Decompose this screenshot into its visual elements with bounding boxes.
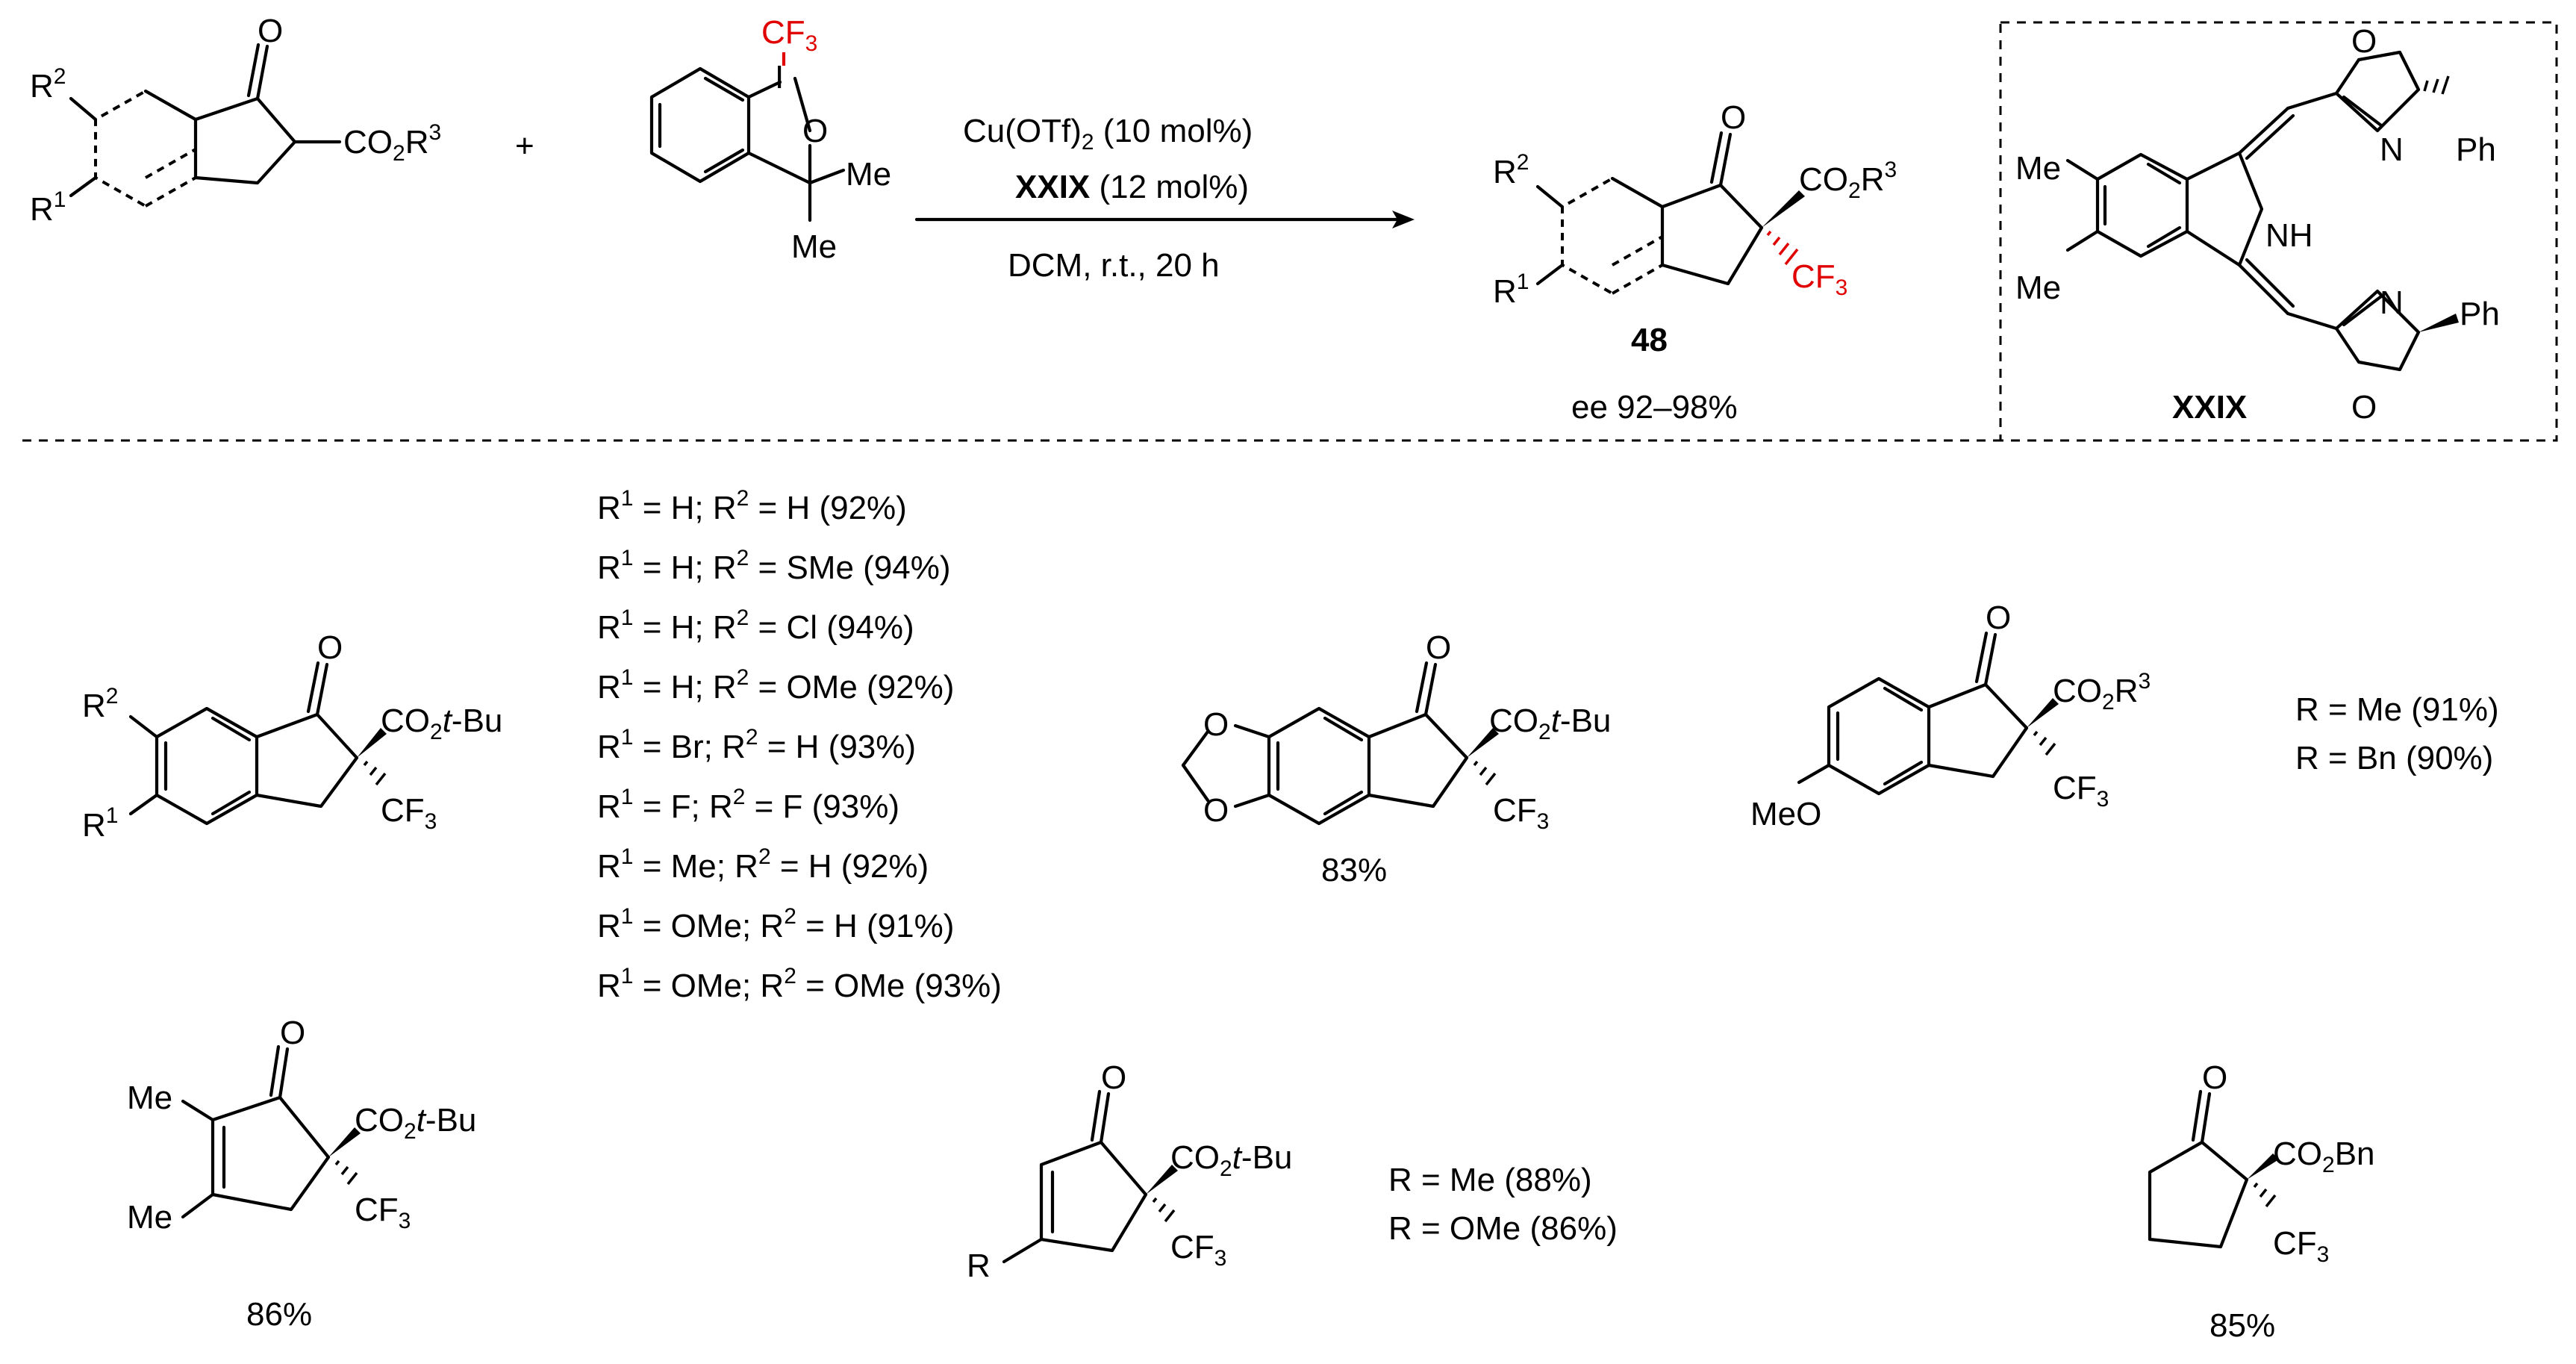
ligand-name: XXIX [2172,389,2247,426]
condition-ligand: XXIX (12 mol%) [1015,169,1249,205]
reaction-arrow: Cu(OTf)2 (10 mol%) XXIX (12 mol%) DCM, r… [914,113,1415,284]
list-item: R1 = OMe; R2 = H (91%) [597,904,954,944]
ligand-o-bot: O [2351,389,2377,426]
cp-cf3: CF3 [2273,1225,2329,1267]
list-item: R1 = H; R2 = Cl (94%) [597,605,914,646]
substrate-methoxy: O MeO CO2R3 CF3 R = Me (91%) R = Bn (90%… [1750,600,2499,832]
rcp-o: O [1101,1059,1126,1096]
product-number: 48 [1631,322,1668,358]
dmcp-cf3: CF3 [355,1192,411,1233]
substrate-cyclopentanone: O CO2Bn CF3 85% [2148,1059,2375,1344]
list-item: R1 = OMe; R2 = OMe (93%) [597,964,1002,1004]
ligand-box: Me Me O N Ph NH N Ph O XXIX [1999,21,2558,442]
plus-sign: + [515,128,534,164]
ligand-o-top: O [2351,23,2377,60]
carbonyl-o: O [258,13,283,49]
togni-oxygen: O [802,113,828,149]
dmcp-me1: Me [127,1080,172,1116]
rcp-ester: CO2t-Bu [1170,1139,1292,1181]
ester-label: CO2R3 [343,120,441,166]
reactant-togni: CF3 I O Me Me [649,14,891,265]
dmcp-ester: CO2t-Bu [355,1102,476,1144]
condition-solvent: DCM, r.t., 20 h [1008,247,1220,284]
ligand-n-bot: N [2380,284,2404,321]
condition-catalyst: Cu(OTf)2 (10 mol%) [963,113,1253,155]
dioxole-o3: O [1426,629,1451,666]
r1-label: R1 [30,187,66,228]
togni-iodine: I [775,59,784,96]
list-item: R1 = H; R2 = SMe (94%) [597,546,951,586]
dmcp-me2: Me [127,1199,172,1236]
substrate-dimethyl-cp: O Me Me CO2t-Bu CF3 86% [127,1015,476,1333]
product-ester: CO2R3 [1799,158,1897,203]
list-item: R1 = F; R2 = F (93%) [597,785,899,825]
cp-ester: CO2Bn [2273,1136,2375,1177]
ligand-me2: Me [2015,270,2061,306]
togni-me1: Me [846,156,891,193]
tbu-o: O [317,629,343,666]
list-item: R1 = H; R2 = OMe (92%) [597,665,954,706]
ligand-ph-bot: Ph [2460,296,2500,332]
r2-label: R2 [30,64,66,105]
list-item: R1 = Me; R2 = H (92%) [597,844,929,885]
list-item: R1 = H; R2 = H (92%) [597,486,907,526]
ligand-n-top: N [2380,131,2404,168]
product-r2: R2 [1493,150,1529,190]
rcp-r-me: R = Me (88%) [1388,1162,1592,1198]
substrate-indanone-tbu: O R2 R1 CO2t-Bu CF3 [82,629,502,844]
product-cf3: CF3 [1791,258,1847,300]
methoxy-meo: MeO [1750,796,1821,832]
substrate-dioxole: O O O CO2t-Bu CF3 83% [1181,629,1611,888]
product-o: O [1721,99,1746,136]
list-item: R1 = Br; R2 = H (93%) [597,725,916,765]
methoxy-r-bn: R = Bn (90%) [2295,740,2493,776]
dmcp-yield: 86% [246,1296,312,1333]
dioxole-yield: 83% [1321,852,1387,888]
dioxole-cf3: CF3 [1493,792,1549,834]
rcp-cf3: CF3 [1170,1229,1226,1271]
tbu-r2: R2 [82,684,118,724]
reactant-indanone: O R2 R1 CO2R3 [30,13,441,228]
methoxy-r-me: R = Me (91%) [2295,691,2499,728]
cp-yield: 85% [2209,1307,2275,1344]
ligand-nh: NH [2265,217,2313,254]
substituent-list: R1 = H; R2 = H (92%) R1 = H; R2 = SMe (9… [597,486,1002,1004]
cp-o: O [2202,1059,2227,1096]
tbu-cf3: CF3 [381,792,437,834]
dioxole-ester: CO2t-Bu [1489,703,1611,744]
dioxole-o2: O [1203,792,1229,829]
ligand-ph-top: Ph [2456,131,2496,168]
methoxy-o: O [1986,600,2011,636]
togni-cf3: CF3 [761,14,817,56]
methoxy-ester: CO2R3 [2053,669,2151,714]
dmcp-o: O [280,1015,305,1051]
product-r1: R1 [1493,270,1529,310]
methoxy-cf3: CF3 [2053,770,2109,812]
product-48: O R2 R1 CO2R3 CF3 48 ee 92–98% [1493,99,1897,426]
tbu-r1: R1 [82,803,118,844]
rcp-r-ome: R = OMe (86%) [1388,1210,1618,1247]
rcp-r: R [967,1248,991,1284]
togni-me2: Me [791,228,837,265]
substrate-r-cp: O R CO2t-Bu CF3 R = Me (88%) R = OMe (86… [967,1059,1618,1284]
dioxole-o1: O [1203,706,1229,743]
product-ee: ee 92–98% [1571,389,1738,426]
ligand-me1: Me [2015,150,2061,187]
tbu-ester: CO2t-Bu [381,703,502,744]
